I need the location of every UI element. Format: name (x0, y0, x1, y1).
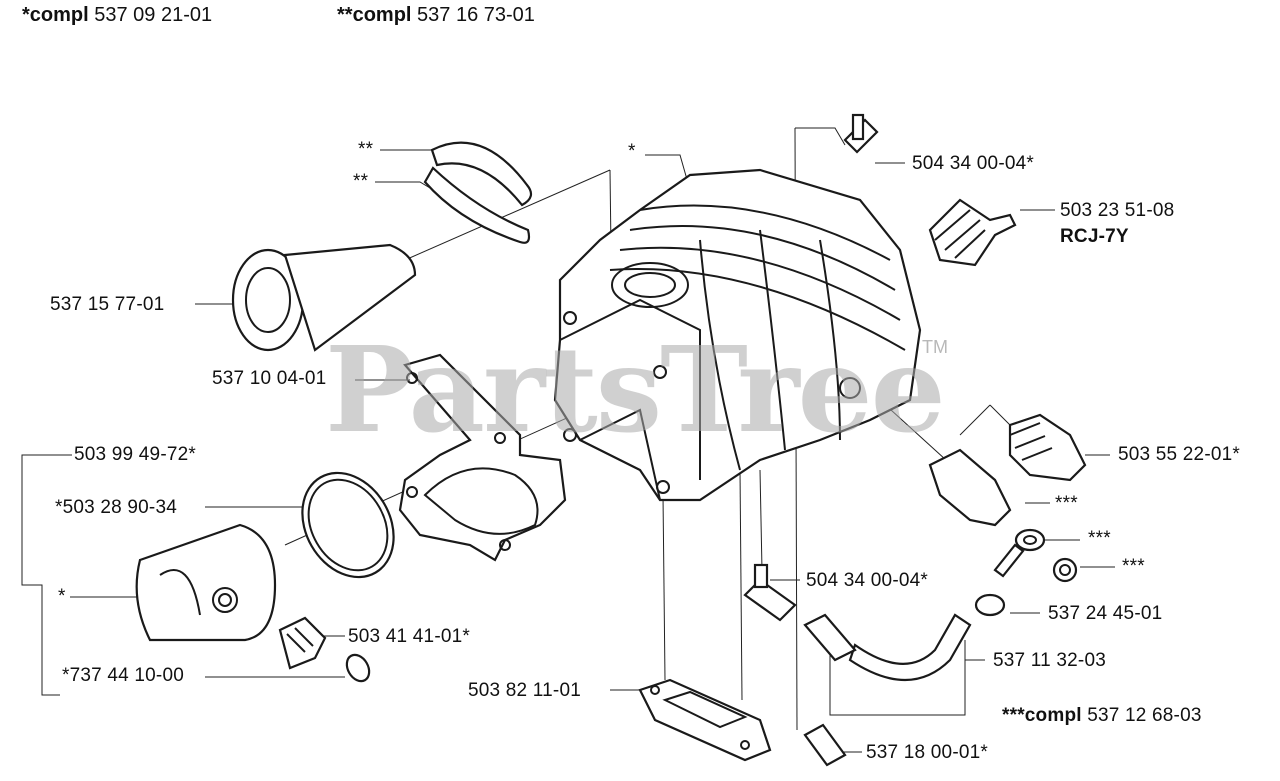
cylinder-part (553, 168, 922, 502)
callout-filter: 537 18 00-01* (866, 742, 988, 763)
callout-intake: 537 15 77-01 (50, 294, 165, 315)
callout-gasket-bottom: 503 82 11-01 (468, 680, 581, 701)
callout-gasket-top: 537 10 04-01 (212, 368, 327, 389)
callout-fitting-a: *** (1055, 493, 1078, 514)
fitting-parts (928, 448, 1078, 583)
valve-mid-part (743, 563, 797, 622)
valve-top-part (843, 113, 879, 154)
callout-piston-star: * (58, 586, 66, 607)
callout-spark-plug-model: RCJ-7Y (1060, 226, 1129, 247)
needle-bearing-part (278, 616, 327, 670)
callout-needle-bearing: 503 41 41-01* (348, 626, 470, 647)
watermark-trademark: TM (922, 337, 948, 357)
header-assembly-compl-right: **compl 537 16 73-01 (337, 4, 535, 26)
decomp-valve-part (1008, 413, 1087, 482)
spark-plug-part (928, 198, 1017, 267)
gasket-top-part (398, 353, 567, 562)
callout-decomp-valve: 503 55 22-01* (1118, 444, 1240, 465)
gasket-bottom-part (638, 678, 772, 762)
filter-part (803, 723, 847, 767)
piston-pin-part (345, 653, 371, 683)
callout-fitting-b: *** (1088, 528, 1111, 549)
fuel-hose-part (803, 593, 1006, 681)
callout-piston-kit: 503 99 49-72* (74, 444, 196, 465)
callout-valve-top: 504 34 00-04* (912, 153, 1034, 174)
piston-ring-part (301, 471, 395, 579)
callout-ring-clip-a: ** (358, 139, 374, 160)
piston-part (135, 523, 277, 642)
callout-cylinder-star: * (628, 141, 636, 162)
watermark: PartsTree (325, 320, 946, 459)
header-assembly-compl-left: *compl 537 09 21-01 (22, 4, 213, 26)
intake-part (231, 243, 417, 352)
ring-clip-parts (423, 141, 533, 244)
callout-hose-clip: 537 24 45-01 (1048, 603, 1163, 624)
callout-fuel-hose: 537 11 32-03 (993, 650, 1106, 671)
callout-ring-clip-b: ** (353, 171, 369, 192)
callout-valve-mid: 504 34 00-04* (806, 570, 928, 591)
callout-piston-ring: *503 28 90-34 (55, 497, 177, 518)
callout-spark-plug: 503 23 51-08 (1060, 200, 1175, 221)
callout-piston-pin: *737 44 10-00 (62, 665, 184, 686)
callout-hose-kit: ***compl 537 12 68-03 (1002, 705, 1202, 726)
callout-fitting-c: *** (1122, 556, 1145, 577)
